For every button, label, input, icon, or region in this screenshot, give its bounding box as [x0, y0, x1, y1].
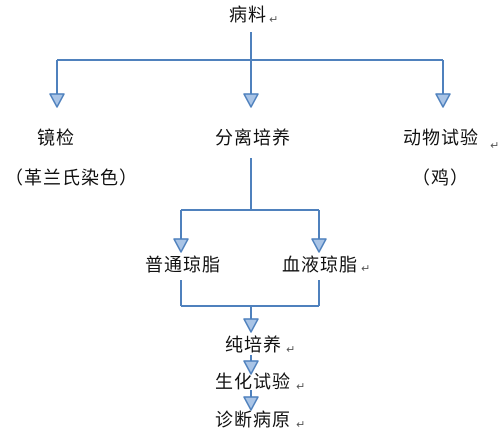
node-animal-test: 动物试验 — [403, 128, 479, 150]
node-pure-culture-label: 纯培养 — [225, 335, 282, 356]
paragraph-mark: ↵ — [296, 418, 306, 431]
node-biochemical-test-label: 生化试验 — [215, 372, 291, 393]
paragraph-mark: ↵ — [296, 380, 306, 393]
node-gram-stain-label: （革兰氏染色） — [5, 168, 138, 189]
node-biochemical-test: 生化试验 — [215, 372, 291, 394]
node-gram-stain: （革兰氏染色） — [5, 168, 138, 190]
paragraph-mark: ↵ — [286, 343, 296, 356]
node-specimen-label: 病料 — [229, 5, 267, 26]
node-isolation-culture-label: 分离培养 — [215, 128, 291, 149]
node-microscopy-label: 镜检 — [37, 128, 75, 149]
node-plain-agar: 普通琼脂 — [145, 255, 221, 277]
node-animal-label: （鸡） — [412, 168, 469, 189]
arrow-to-pure-culture — [243, 318, 259, 333]
paragraph-mark: ↵ — [490, 139, 500, 152]
node-isolation-culture: 分离培养 — [215, 128, 291, 150]
arrow-to-diagnosis — [243, 396, 259, 411]
node-blood-agar: 血液琼脂 — [282, 255, 358, 277]
arrow-to-isolation — [243, 93, 259, 108]
node-animal: （鸡） — [412, 168, 469, 190]
arrow-to-animal-test — [435, 93, 451, 108]
node-microscopy: 镜检 — [37, 128, 75, 150]
paragraph-mark: ↵ — [269, 13, 279, 26]
node-plain-agar-label: 普通琼脂 — [145, 255, 221, 276]
node-blood-agar-label: 血液琼脂 — [282, 255, 358, 276]
paragraph-mark: ↵ — [361, 262, 371, 275]
arrow-to-blood-agar — [311, 238, 327, 253]
node-pathogen-diagnosis-label: 诊断病原 — [215, 410, 291, 431]
node-pathogen-diagnosis: 诊断病原 — [215, 410, 291, 432]
node-animal-test-label: 动物试验 — [403, 128, 479, 149]
arrow-to-plain-agar — [173, 238, 189, 253]
node-specimen: 病料 — [229, 5, 267, 27]
arrow-to-microscopy — [49, 93, 65, 108]
node-pure-culture: 纯培养 — [225, 335, 282, 357]
